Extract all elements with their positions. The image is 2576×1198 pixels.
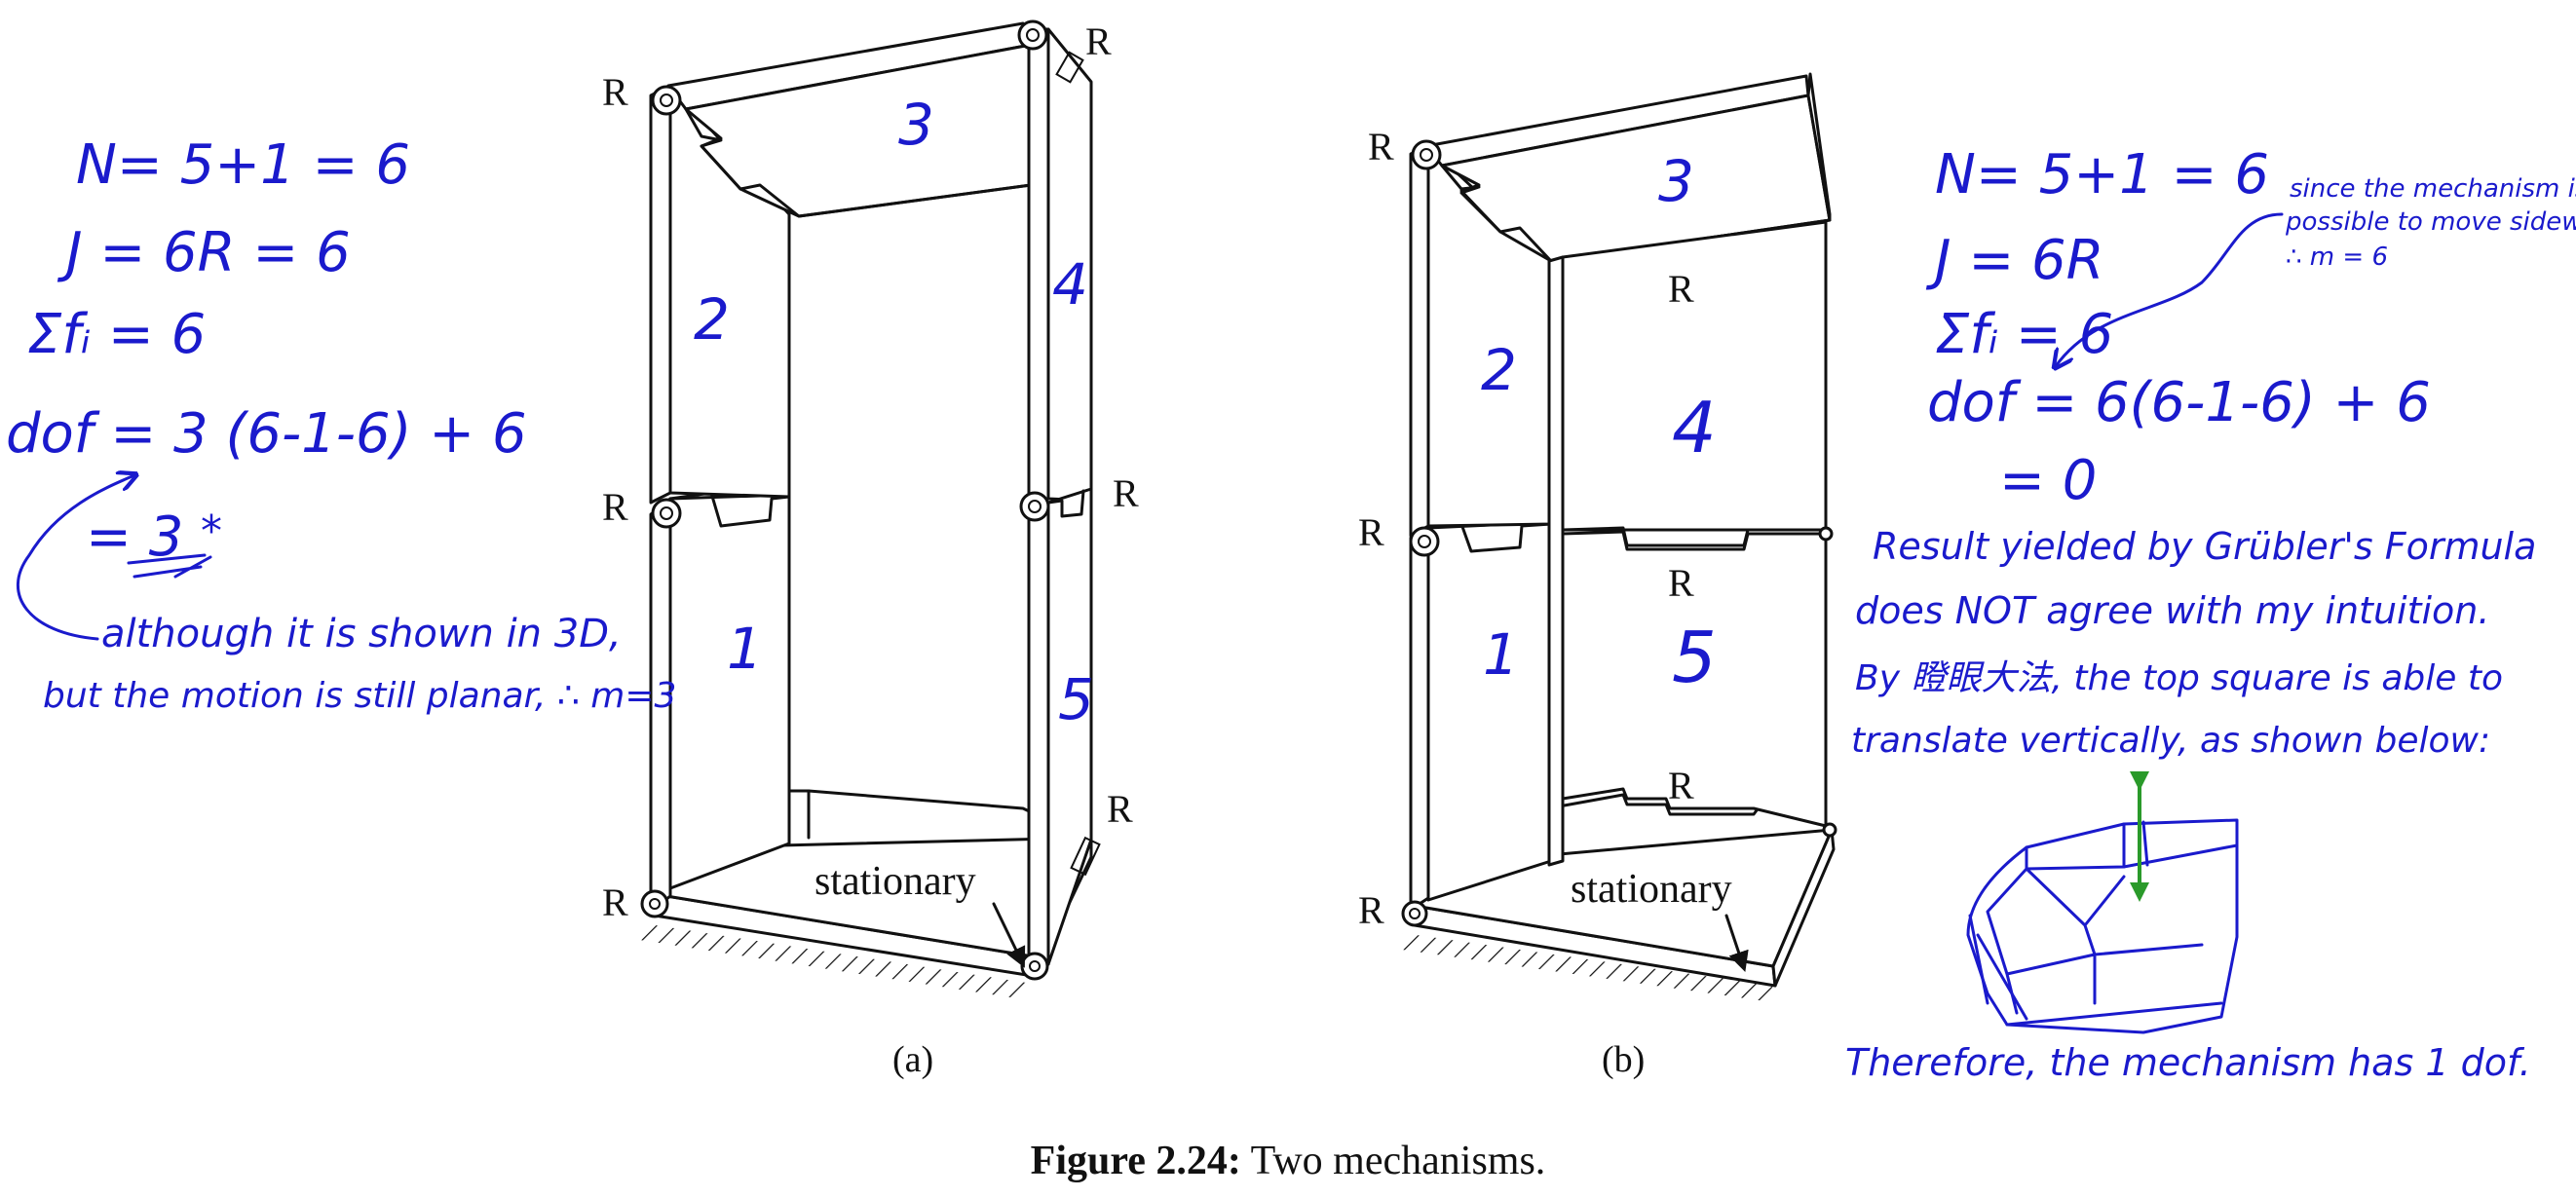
- caption-label: Figure 2.24:: [1030, 1139, 1241, 1183]
- stationary-label-b: stationary: [1571, 867, 1732, 912]
- link-number-a-1: 1: [727, 616, 763, 682]
- stationary-arrow-b: [1724, 914, 1749, 972]
- note-b-side2: possible to move sideways,: [2285, 207, 2576, 237]
- link-number-a-5: 5: [1058, 666, 1094, 732]
- note-a-line7: but the motion is still planar, ∴ m=3: [43, 676, 676, 716]
- joint-label-a-top-left: R: [602, 70, 628, 114]
- note-a-line5-mark: *: [201, 506, 222, 556]
- joint-label-b-link3-link4: R: [1668, 267, 1694, 311]
- link-4-b: [1561, 220, 1828, 547]
- mechanism-a: R R R R R R stationary 3 2 4 1 5 (a): [602, 19, 1139, 1080]
- center-post-b: [1547, 255, 1565, 867]
- link-number-b-1: 1: [1483, 621, 1519, 688]
- joint-label-b-top-left: R: [1368, 125, 1394, 168]
- note-b-p4: translate vertically, as shown below:: [1851, 721, 2490, 761]
- joint-label-a-lower-right: R: [1107, 787, 1133, 831]
- sublabel-a: (a): [892, 1039, 933, 1080]
- joint-label-a-mid-right: R: [1113, 471, 1139, 515]
- link-number-b-2: 2: [1481, 337, 1517, 403]
- stationary-label-a: stationary: [814, 859, 976, 904]
- note-b-p1: Result yielded by Grübler's Formula: [1873, 525, 2536, 568]
- note-a-underline: [127, 553, 212, 579]
- link-5-b: [1561, 530, 1828, 828]
- sublabel-b: (b): [1602, 1039, 1645, 1080]
- note-b-line3: Σfᵢ = 6: [1935, 303, 2113, 366]
- joint-label-b-link4-link5: R: [1668, 561, 1694, 605]
- joint-label-b-mid-left: R: [1358, 510, 1384, 554]
- note-b-side3: ∴ m = 6: [2286, 243, 2388, 272]
- note-b-line2: J = 6R: [1925, 229, 2104, 292]
- joint-label-a-mid-left: R: [602, 485, 628, 529]
- link-3-b: [1424, 72, 1832, 263]
- figure-caption: Figure 2.24: Two mechanisms.: [0, 1138, 2576, 1184]
- joint-label-b-link5-base: R: [1668, 764, 1694, 807]
- joint-label-a-top-right: R: [1085, 19, 1112, 63]
- joint-label-b-bottom-left: R: [1358, 888, 1384, 932]
- ground-a: [633, 923, 1033, 999]
- joints-a: [640, 19, 1050, 981]
- note-a-arrow: [17, 475, 134, 641]
- note-b-line4: dof = 6(6-1-6) + 6: [1927, 371, 2431, 434]
- sketch-vertical-translation: [1966, 771, 2239, 1034]
- mechanism-b: R R R R R R stationary 3 2 4 1 5 (b): [1358, 72, 1837, 1080]
- note-a-line1: N= 5+1 = 6: [76, 133, 410, 197]
- link-5-a: [1027, 487, 1101, 966]
- note-a-line6: although it is shown in 3D,: [101, 612, 622, 656]
- note-a-line4: dof = 3 (6-1-6) + 6: [6, 402, 527, 466]
- note-b-conclusion: Therefore, the mechanism has 1 dof.: [1845, 1041, 2531, 1084]
- link-number-a-2: 2: [694, 286, 730, 353]
- ground-b: [1395, 933, 1773, 1001]
- link-number-a-4: 4: [1052, 251, 1088, 318]
- note-b-p2: does NOT agree with my intuition.: [1855, 589, 2489, 632]
- note-b-p3: By 瞪眼大法, the top square is able to: [1855, 658, 2503, 698]
- link-number-b-4: 4: [1672, 387, 1717, 468]
- handwritten-notes-b: N= 5+1 = 6 J = 6R Σfᵢ = 6 dof = 6(6-1-6)…: [1845, 143, 2576, 1084]
- link-1-b: [1409, 520, 1553, 912]
- link-number-b-5: 5: [1672, 617, 1717, 698]
- handwritten-notes-a: N= 5+1 = 6 J = 6R = 6 Σfᵢ = 6 dof = 3 (6…: [6, 133, 676, 716]
- link-number-b-3: 3: [1658, 148, 1694, 214]
- note-a-line2: J = 6R = 6: [57, 221, 351, 284]
- note-b-line5: = 0: [1999, 449, 2097, 512]
- note-a-line3: Σfᵢ = 6: [27, 303, 206, 366]
- caption-text: Two mechanisms.: [1250, 1139, 1546, 1183]
- note-b-side1: since the mechanism is: [2290, 174, 2576, 204]
- note-b-arrow: [2056, 212, 2284, 366]
- joint-label-a-bottom-left: R: [602, 880, 628, 924]
- stationary-arrow-a: [992, 902, 1026, 968]
- link-number-a-3: 3: [898, 92, 934, 158]
- joints-b: [1401, 139, 1837, 927]
- note-b-line1: N= 5+1 = 6: [1935, 143, 2269, 206]
